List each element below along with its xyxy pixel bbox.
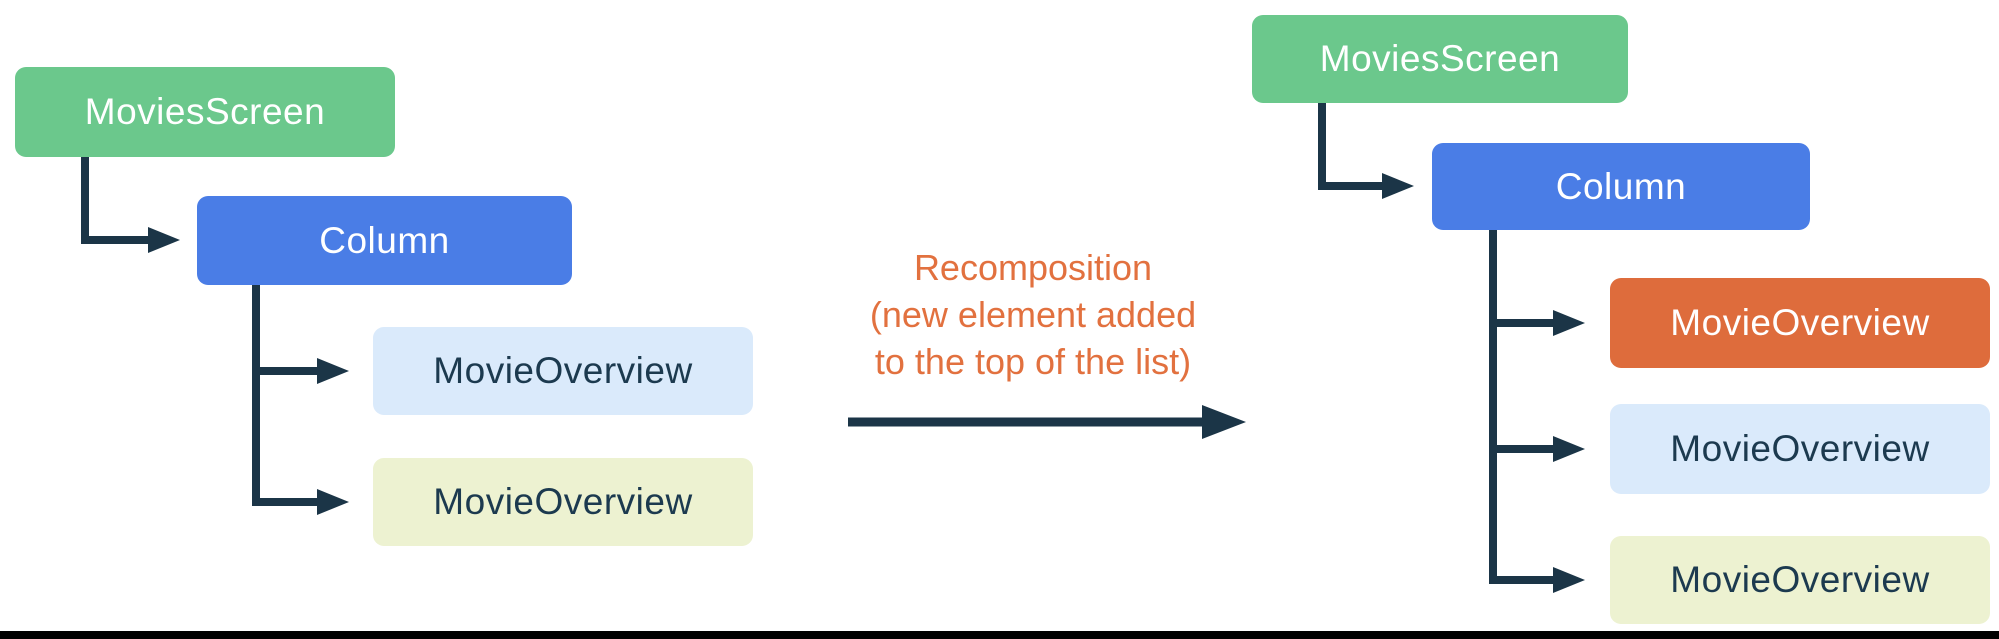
annotation-line-1: Recomposition [913, 247, 1153, 288]
right-movieoverview-node-2: MovieOverview [1610, 404, 1990, 494]
left-moviesscreen-label: MoviesScreen [84, 91, 326, 132]
right-column-children-trunk-connector [1489, 230, 1553, 584]
recomposition-annotation: Recomposition (new element added to the … [818, 244, 1248, 385]
right-child1-arrowhead-icon [1553, 310, 1585, 336]
right-movieoverview-label-3: MovieOverview [1670, 559, 1930, 600]
right-column-label: Column [1555, 165, 1687, 207]
right-movieoverview-node-3: MovieOverview [1610, 536, 1990, 624]
left-movieoverview-label-1: MovieOverview [433, 350, 693, 391]
right-root-to-column-connector [1318, 102, 1382, 190]
left-child2-arrowhead-icon [317, 489, 349, 515]
right-column-node: Column [1432, 143, 1810, 230]
right-movieoverview-label-2: MovieOverview [1670, 428, 1930, 469]
right-movieoverview-label-new: MovieOverview [1670, 302, 1930, 343]
left-column-children-trunk-connector [252, 285, 317, 506]
left-root-to-column-connector [81, 157, 148, 244]
right-moviesscreen-label: MoviesScreen [1319, 38, 1561, 79]
right-child3-arrowhead-icon [1553, 567, 1585, 593]
left-child1-arrowhead-icon [317, 358, 349, 384]
annotation-line-2: (new element added [869, 294, 1197, 335]
annotation-line-3: to the top of the list) [874, 341, 1192, 382]
bottom-edge-bar [0, 631, 1999, 639]
right-moviesscreen-node: MoviesScreen [1252, 15, 1628, 103]
left-moviesscreen-node: MoviesScreen [15, 67, 395, 157]
recomposition-arrowhead-icon [1202, 405, 1246, 439]
left-root-to-column-arrowhead-icon [148, 227, 180, 253]
left-movieoverview-node-2: MovieOverview [373, 458, 753, 546]
right-root-to-column-arrowhead-icon [1382, 173, 1414, 199]
right-movieoverview-node-new: MovieOverview [1610, 278, 1990, 368]
left-movieoverview-node-1: MovieOverview [373, 327, 753, 415]
left-movieoverview-label-2: MovieOverview [433, 481, 693, 522]
left-column-label: Column [319, 219, 450, 261]
right-child2-arrowhead-icon [1553, 436, 1585, 462]
left-column-node: Column [197, 196, 572, 285]
